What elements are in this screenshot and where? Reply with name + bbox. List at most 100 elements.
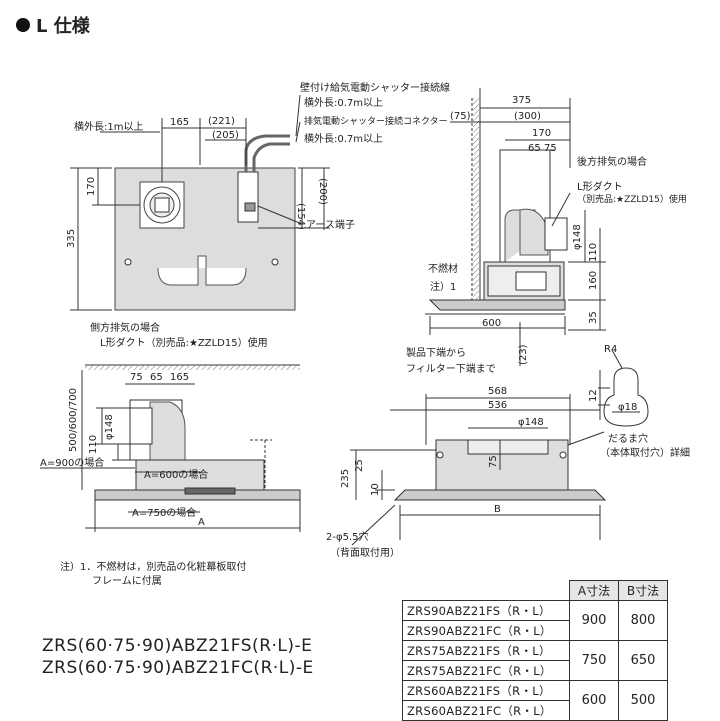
dim-205: (205) (212, 130, 239, 141)
label-rear-holes-sub: （背面取付用） (330, 546, 400, 559)
dim-10: 10 (370, 483, 381, 496)
top-view (70, 94, 330, 311)
table-row: ZRS60ABZ21FC（R・L） (402, 700, 668, 721)
model-cell: ZRS60ABZ21FC（R・L） (402, 700, 570, 721)
footnote-line2: フレームに付属 (92, 574, 162, 587)
label-a750: A=750の場合 (132, 506, 196, 519)
dim-110-front: 110 (88, 435, 99, 454)
mounting-hole-detail (598, 349, 649, 427)
dim-75-rear: 75 (488, 455, 499, 468)
label-l-duct-side: L形ダクト（別売品:★ZZLD15）使用 (100, 336, 268, 349)
side-view (425, 88, 606, 366)
label-outer-len-07b: 横外長:0.7m以上 (304, 132, 383, 145)
dim-154: (154) (295, 203, 306, 230)
label-a600: A=600の場合 (144, 468, 208, 481)
label-outer-len-07: 横外長:0.7m以上 (304, 96, 383, 109)
dim-110-side: 110 (588, 243, 599, 262)
b-value-cell: 650 (618, 640, 668, 681)
dim-375: 375 (512, 95, 531, 106)
model-cell: ZRS90ABZ21FS（R・L） (402, 600, 570, 621)
label-rear-exhaust: 後方排気の場合 (577, 155, 647, 168)
label-mounting-hole: だるま穴 (608, 432, 648, 445)
label-noncombustible: 不燃材 (428, 262, 458, 275)
label-note1: 注）1 (430, 280, 456, 293)
label-rear-holes: 2-φ5.5穴 (326, 530, 368, 543)
table-row: ZRS75ABZ21FC（R・L） (402, 660, 668, 681)
rear-view-labels: 568 536 φ148 75 235 25 10 B 2-φ5.5穴 （背面取… (326, 386, 544, 559)
dim-A: A (198, 517, 205, 528)
a-value-cell: 600 (569, 680, 619, 721)
model-cell: ZRS75ABZ21FS（R・L） (402, 640, 570, 661)
dim-phi18: φ18 (618, 402, 637, 413)
model-name-line1: ZRS(60·75·90)ABZ21FS(R·L)-E (42, 636, 313, 656)
dim-200: (200) (317, 178, 328, 205)
dim-170-right: 170 (532, 128, 551, 139)
detail-labels: R4 12 φ18 だるま穴 （本体取付穴）詳細 (588, 344, 690, 459)
model-name-line2: ZRS(60·75·90)ABZ21FC(R·L)-E (42, 658, 314, 678)
model-cell: ZRS60ABZ21FS（R・L） (402, 680, 570, 701)
dim-65-front: 65 (150, 372, 163, 383)
rear-view (350, 394, 607, 546)
dim-335: 335 (66, 229, 77, 248)
a-value-cell: 750 (569, 640, 619, 681)
section-title-text: L 仕様 (36, 16, 90, 37)
front-view-labels: 側方排気の場合 L形ダクト（別売品:★ZZLD15）使用 75 65 165 φ… (40, 321, 268, 587)
spec-header-b: B寸法 (618, 580, 668, 601)
dim-35: 35 (588, 311, 599, 324)
dim-23: (23) (518, 344, 529, 365)
label-mounting-hole-sub: （本体取付穴）詳細 (600, 446, 690, 459)
bullet-icon (16, 18, 30, 32)
spec-header-a: A寸法 (569, 580, 619, 601)
dim-12: 12 (588, 389, 599, 402)
dim-phi148-side: φ148 (572, 224, 583, 250)
label-earth: アース端子 (306, 218, 355, 231)
model-cell: ZRS90ABZ21FC（R・L） (402, 620, 570, 641)
b-value-cell: 800 (618, 600, 668, 641)
dim-phi148-front: φ148 (104, 414, 115, 440)
dim-165-top: 165 (170, 117, 189, 128)
dim-75-side: 75 (544, 143, 557, 154)
dim-221: (221) (208, 116, 235, 127)
dim-phi148-rear: φ148 (518, 417, 544, 428)
a-value-cell: 900 (569, 600, 619, 641)
label-a900: A=900の場合 (40, 456, 104, 469)
table-row: ZRS75ABZ21FS（R・L） 750 650 (402, 640, 668, 681)
model-cell: ZRS75ABZ21FC（R・L） (402, 660, 570, 681)
spec-table: A寸法 B寸法 ZRS90ABZ21FS（R・L） 900 800 ZRS90A… (402, 580, 668, 721)
table-row: ZRS90ABZ21FS（R・L） 900 800 (402, 600, 668, 641)
dim-600: 600 (482, 318, 501, 329)
table-row: ZRS60ABZ21FS（R・L） 600 500 (402, 680, 668, 721)
label-filter-bottom: フィルター下端まで (406, 362, 496, 375)
top-view-labels: 壁付け給気電動シャッター接続線 横外長:0.7m以上 排気電動シャッター接続コネ… (66, 81, 450, 248)
dim-500-700: 500/600/700 (68, 388, 79, 452)
label-from-bottom: 製品下端から (406, 346, 466, 359)
dim-235: 235 (340, 469, 351, 488)
label-wall-shutter: 壁付け給気電動シャッター接続線 (300, 81, 450, 94)
front-view (40, 364, 301, 532)
side-view-labels: 375 (75) (300) 170 65 75 後方排気の場合 L形ダクト （… (406, 95, 687, 375)
dim-25: 25 (354, 459, 365, 472)
dim-300: (300) (514, 111, 541, 122)
footnote-line1: 注）1．不燃材は，別売品の化粧幕板取付 (60, 560, 246, 573)
label-l-duct-rear-sub: （別売品:★ZZLD15）使用 (577, 193, 687, 205)
label-exhaust-connector: 排気電動シャッター接続コネクター (304, 115, 448, 127)
dim-R4: R4 (604, 344, 617, 355)
dim-160: 160 (588, 271, 599, 290)
dim-170-left: 170 (86, 177, 97, 196)
dim-75-paren: (75) (450, 111, 471, 122)
dim-536: 536 (488, 400, 507, 411)
dim-75-front: 75 (130, 372, 143, 383)
spec-header-corner (402, 580, 570, 601)
spec-header-row: A寸法 B寸法 (402, 580, 668, 601)
dim-568: 568 (488, 386, 507, 397)
dim-165-front: 165 (170, 372, 189, 383)
dim-65: 65 (528, 143, 541, 154)
dim-B: B (494, 504, 501, 515)
section-title: L 仕様 (16, 12, 90, 38)
label-side-exhaust: 側方排気の場合 (90, 321, 160, 334)
b-value-cell: 500 (618, 680, 668, 721)
table-row: ZRS90ABZ21FC（R・L） (402, 620, 668, 641)
label-outer-len-1m: 横外長:1m以上 (74, 120, 143, 133)
label-l-duct-rear: L形ダクト (577, 180, 623, 193)
